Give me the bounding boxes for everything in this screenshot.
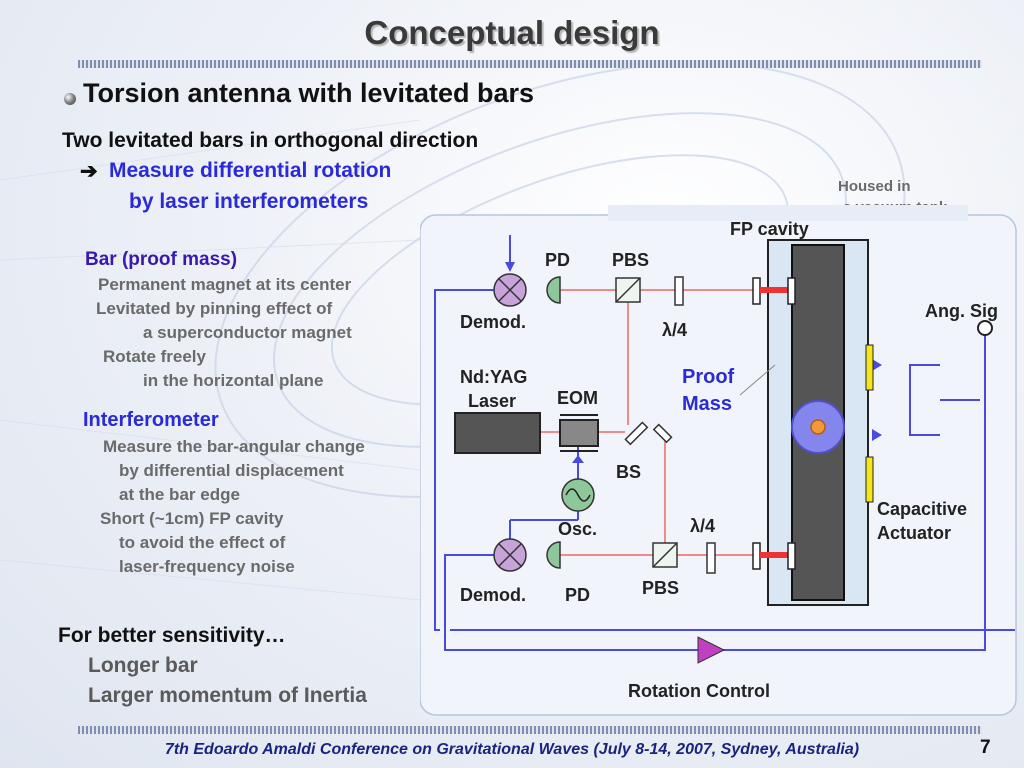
bar-line-3: a superconductor magnet (143, 323, 352, 342)
housed-line-1: Housed in (838, 178, 911, 195)
intro-line-2: Measure differential rotation (109, 159, 392, 182)
panel-tab (608, 205, 968, 221)
photodiode-bottom (546, 541, 561, 569)
proof-mass-leader (739, 364, 776, 396)
intro-line-3: by laser interferometers (129, 190, 369, 213)
bottom-divider (78, 726, 982, 734)
signal-wires (434, 235, 1015, 651)
label-fp-cavity: FP cavity (730, 219, 809, 239)
label-pbs-bottom: PBS (642, 578, 679, 598)
label-laser-1: Nd:YAG (460, 367, 527, 387)
actuator-plate-top (865, 344, 874, 391)
label-bs: BS (616, 462, 641, 482)
label-proof: Proof (682, 366, 735, 388)
interferometer-line-5: to avoid the effect of (119, 533, 286, 552)
main-bullet: Torsion antenna with levitated bars (83, 78, 535, 108)
magnet-center (810, 419, 826, 435)
cavity-beam-top (760, 287, 788, 293)
label-eom: EOM (557, 388, 598, 408)
label-pbs-top: PBS (612, 250, 649, 270)
label-lambda-top: λ/4 (662, 320, 687, 340)
rotation-control-amplifier (697, 636, 726, 664)
cavity-beam-bottom (760, 552, 788, 558)
interferometer-line-4: Short (~1cm) FP cavity (100, 509, 284, 528)
interferometer-diagram: FP cavity PD PBS Demod. λ/4 Ang. Sig Nd:… (420, 205, 1017, 716)
label-rotation-control: Rotation Control (628, 681, 770, 701)
interferometer-line-3: at the bar edge (119, 485, 240, 504)
page-title: Conceptual design (364, 14, 660, 51)
label-pd-bottom: PD (565, 585, 590, 605)
interferometer-line-6: laser-frequency noise (119, 557, 295, 576)
arrow-icon: ➔ (80, 160, 98, 183)
label-capacitive: Capacitive (877, 499, 967, 519)
eom-box (559, 419, 599, 447)
label-demod-top: Demod. (460, 312, 526, 332)
sensitivity-heading: For better sensitivity… (58, 624, 286, 647)
interferometer-line-1: Measure the bar-angular change (103, 437, 365, 456)
footer-text: 7th Edoardo Amaldi Conference on Gravita… (164, 741, 860, 758)
beamsplitter (624, 421, 649, 446)
bar-heading: Bar (proof mass) (85, 249, 238, 270)
cavity-mirror-bottom (752, 542, 761, 570)
page-number: 7 (980, 737, 991, 758)
bar-mirror-top (787, 277, 796, 305)
top-divider (78, 60, 982, 68)
photodiode-top (546, 276, 561, 304)
bar-line-5: in the horizontal plane (143, 371, 324, 390)
label-pd-top: PD (545, 250, 570, 270)
beamsplitter-mirror (652, 423, 673, 444)
bar-line-4: Rotate freely (103, 347, 206, 366)
bullet-icon (64, 93, 76, 105)
label-demod-bottom: Demod. (460, 585, 526, 605)
bar-line-2: Levitated by pinning effect of (96, 299, 333, 318)
label-mass: Mass (682, 393, 732, 415)
sensitivity-line-1: Longer bar (88, 654, 198, 677)
waveplate-top (674, 276, 684, 306)
label-laser-2: Laser (468, 391, 516, 411)
interferometer-line-2: by differential displacement (119, 461, 344, 480)
label-osc: Osc. (558, 519, 597, 539)
intro-line-1: Two levitated bars in orthogonal directi… (62, 129, 479, 152)
waveplate-bottom (706, 542, 716, 574)
sensitivity-line-2: Larger momentum of Inertia (88, 684, 367, 707)
ang-sig-terminal (977, 320, 993, 336)
label-actuator: Actuator (877, 523, 951, 543)
actuator-plate-bottom (865, 456, 874, 503)
cavity-mirror-top (752, 277, 761, 305)
bar-line-1: Permanent magnet at its center (98, 275, 352, 294)
bar-mirror-bottom (787, 542, 796, 570)
nd-yag-laser (454, 412, 541, 454)
interferometer-heading: Interferometer (83, 409, 219, 431)
label-lambda-bottom: λ/4 (690, 516, 715, 536)
label-ang-sig: Ang. Sig (925, 301, 998, 321)
